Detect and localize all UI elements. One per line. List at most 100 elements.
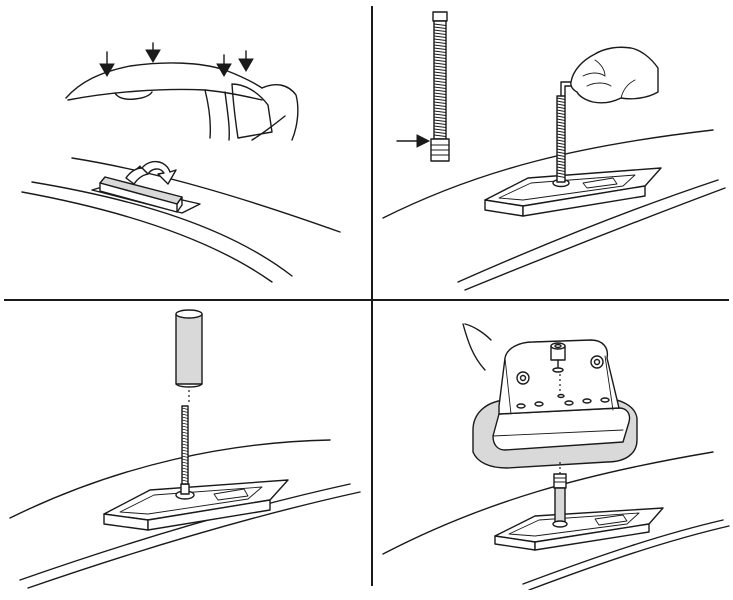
thread-line [556, 106, 566, 109]
thread-line [433, 23, 447, 26]
car-pillar [462, 323, 492, 371]
thread-line [181, 446, 189, 449]
thread-line [556, 148, 566, 151]
threaded-bolt-icon [175, 405, 195, 500]
thread-line [556, 175, 566, 178]
thread-line [433, 98, 447, 101]
down-arrow-icon [99, 42, 254, 77]
thread-line [433, 26, 447, 29]
thread-line [433, 29, 447, 32]
thread-line [181, 476, 189, 479]
thread-line [181, 431, 189, 434]
thread-line [433, 116, 447, 119]
step-3-panel [9, 309, 361, 589]
thread-line [556, 124, 566, 127]
thread-line [556, 172, 566, 175]
thread-line [556, 163, 566, 166]
thread-line [556, 160, 566, 163]
car-roof-icon [65, 62, 299, 141]
thread-line [433, 92, 447, 95]
thread-line [433, 68, 447, 71]
thread-line [556, 115, 566, 118]
roof-line [382, 451, 714, 555]
thread-line [433, 65, 447, 68]
thread-line [433, 95, 447, 98]
thread-line [181, 458, 189, 461]
installed-bolt [552, 95, 570, 188]
thread-line [433, 44, 447, 47]
thread-line [433, 32, 447, 35]
thread-line [181, 410, 189, 413]
thread-line [181, 467, 189, 470]
thread-line [433, 56, 447, 59]
thread-line [433, 131, 447, 134]
step-2-panel [382, 11, 726, 291]
roof-line [9, 439, 331, 519]
pointer-arrow-icon [396, 134, 431, 148]
thread-line [433, 74, 447, 77]
spacer-tube-icon [175, 309, 203, 388]
thread-line [556, 118, 566, 121]
nut-icon [550, 342, 566, 373]
thread-line [181, 416, 189, 419]
thread-line [433, 80, 447, 83]
thread-line [181, 428, 189, 431]
threaded-bolt-icon [430, 11, 450, 162]
thread-line [556, 166, 566, 169]
thread-line [433, 101, 447, 104]
thread-line [433, 83, 447, 86]
thread-line [433, 113, 447, 116]
thread-line [433, 38, 447, 41]
thread-line [556, 109, 566, 112]
thread-line [433, 122, 447, 125]
thread-line [556, 100, 566, 103]
step-4-panel [382, 323, 730, 590]
thread-line [433, 86, 447, 89]
step-1-panel [21, 42, 341, 283]
rack-foot-icon [472, 339, 638, 469]
foot-pad-icon [494, 507, 664, 551]
thread-line [433, 53, 447, 56]
thread-line [433, 104, 447, 107]
thread-line [433, 50, 447, 53]
thread-line [433, 62, 447, 65]
foot-pad-icon [484, 167, 662, 217]
thread-line [181, 449, 189, 452]
thread-line [556, 130, 566, 133]
bolt-threads [433, 23, 447, 137]
thread-line [556, 139, 566, 142]
thread-line [556, 142, 566, 145]
installed-bolt-threads [556, 97, 566, 178]
thread-line [556, 136, 566, 139]
thread-line [181, 455, 189, 458]
roof-cover-strip-icon [99, 176, 183, 213]
thread-line [556, 154, 566, 157]
rotate-arrow-icon [125, 161, 177, 185]
thread-line [433, 110, 447, 113]
thread-line [433, 59, 447, 62]
thread-line [181, 464, 189, 467]
foot-pad-icon [103, 479, 289, 531]
thread-line [556, 112, 566, 115]
horizontal-divider [4, 299, 729, 301]
thread-line [433, 71, 447, 74]
thread-line [433, 89, 447, 92]
thread-line [556, 151, 566, 154]
thread-line [433, 41, 447, 44]
hand-icon [570, 46, 659, 104]
roof-line [382, 129, 714, 219]
vertical-divider [371, 6, 373, 586]
thread-line [556, 127, 566, 130]
thread-line [433, 47, 447, 50]
thread-line [556, 145, 566, 148]
thread-line [181, 440, 189, 443]
thread-line [556, 97, 566, 100]
thread-line [181, 452, 189, 455]
thread-line [433, 128, 447, 131]
thread-line [181, 473, 189, 476]
thread-line [433, 35, 447, 38]
thread-line [433, 134, 447, 137]
thread-line [556, 169, 566, 172]
thread-line [181, 437, 189, 440]
